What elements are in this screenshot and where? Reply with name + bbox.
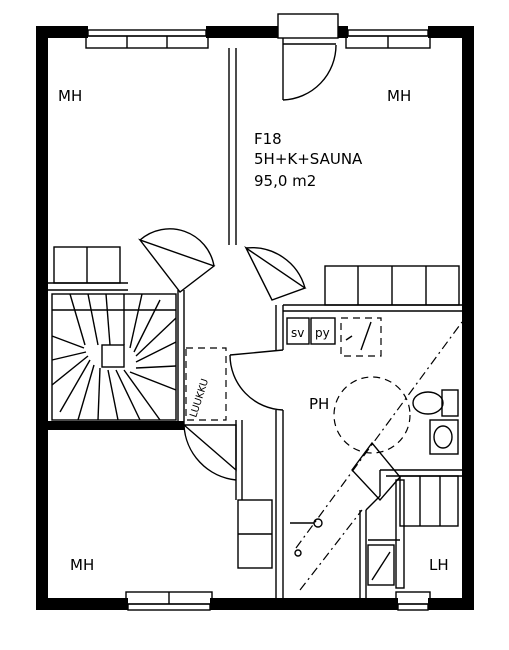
plan-area: 95,0 m2 <box>254 172 316 190</box>
window-top-right <box>345 29 431 49</box>
window-bottom-left <box>125 591 213 611</box>
plan-info: F18 5H+K+SAUNA 95,0 m2 <box>254 130 363 190</box>
room-label-lh: LH <box>429 556 449 574</box>
plan-rooms: 5H+K+SAUNA <box>254 150 363 168</box>
wardrobes <box>53 246 460 569</box>
exterior-door <box>277 13 339 101</box>
sauna <box>359 469 462 598</box>
room-label-ph: PH <box>309 395 329 413</box>
toilet-icon <box>412 389 459 417</box>
bathroom-fixtures: sv py <box>286 317 463 591</box>
window-top-left <box>85 29 209 49</box>
exterior-walls <box>36 26 474 610</box>
interior-walls <box>48 48 462 598</box>
staircase <box>51 293 177 421</box>
hatch-label: LUUKKU <box>188 378 211 419</box>
window-bottom-right <box>395 591 431 611</box>
ceiling-hatch: LUUKKU <box>185 347 227 421</box>
sv-label: sv <box>291 326 304 340</box>
shower-area <box>333 376 411 454</box>
plan-code: F18 <box>254 130 282 148</box>
room-label-mh-top-right: MH <box>387 87 411 105</box>
sink-icon <box>429 419 459 455</box>
room-label-mh-bottom-left: MH <box>70 556 94 574</box>
room-label-mh-top-left: MH <box>58 87 82 105</box>
py-label: py <box>315 326 330 340</box>
stove-icon <box>367 544 395 586</box>
